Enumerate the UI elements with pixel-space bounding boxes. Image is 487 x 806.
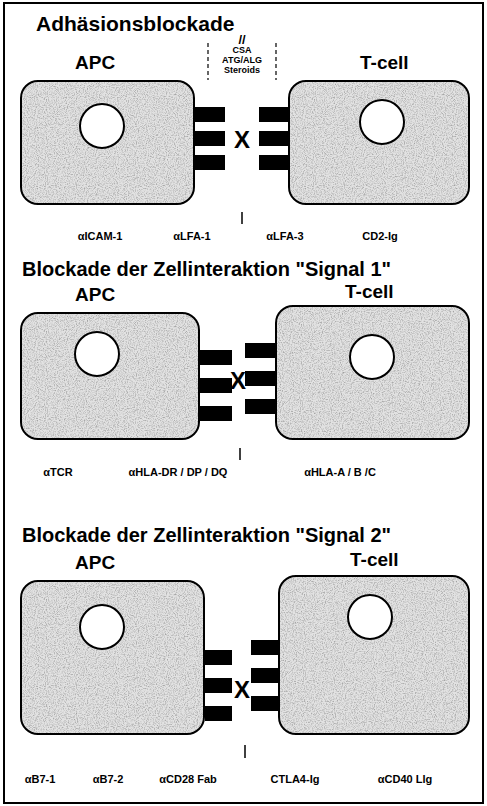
nucleus bbox=[350, 335, 394, 379]
section-heading: Blockade der Zellinteraktion "Signal 1" bbox=[22, 258, 391, 280]
cell-heading: T-cell bbox=[360, 53, 409, 74]
cell-body bbox=[20, 80, 195, 205]
nucleus bbox=[80, 104, 124, 148]
cell-body bbox=[20, 312, 200, 440]
antibody-label: αCD40 Llg bbox=[378, 773, 432, 785]
nucleus bbox=[348, 595, 392, 639]
cell-heading: T-cell bbox=[350, 550, 399, 571]
texture bbox=[277, 307, 470, 440]
texture bbox=[22, 82, 195, 205]
cell-node: T-cell bbox=[288, 53, 470, 205]
cell-node: T-cell bbox=[278, 550, 470, 735]
cell-body bbox=[20, 580, 205, 735]
cell-node: T-cell bbox=[275, 282, 470, 440]
antibody-label: αB7-2 bbox=[93, 773, 124, 785]
cell-texture bbox=[280, 577, 470, 735]
antibody-label: αHLA-DR / DP / DQ bbox=[129, 466, 228, 478]
section-heading: Adhäsionsblockade bbox=[36, 12, 234, 35]
cell-heading: T-cell bbox=[345, 282, 394, 303]
antibody-label: αCD28 Fab bbox=[159, 773, 217, 785]
antibody-label: αHLA-A / B /C bbox=[304, 466, 376, 478]
nucleus bbox=[75, 332, 119, 376]
block-mark: X bbox=[234, 677, 250, 703]
texture bbox=[22, 582, 205, 735]
antibody-label: αLFA-3 bbox=[266, 230, 303, 242]
drug-note: CSA ATG/ALG Steroids bbox=[215, 46, 269, 76]
cell-heading: APC bbox=[75, 53, 115, 74]
antibody-label: αB7-1 bbox=[25, 773, 56, 785]
cell-body bbox=[288, 80, 470, 205]
cell-body bbox=[275, 305, 470, 440]
dashed-lines bbox=[208, 43, 276, 80]
nucleus bbox=[80, 605, 124, 649]
texture bbox=[290, 82, 470, 205]
antibody-label: CD2-Ig bbox=[362, 230, 397, 242]
section-heading: Blockade der Zellinteraktion "Signal 2" bbox=[22, 524, 391, 546]
frame bbox=[4, 3, 483, 803]
nucleus bbox=[360, 100, 404, 144]
antibody-label: CTLA4-Ig bbox=[271, 773, 320, 785]
texture bbox=[22, 314, 200, 440]
block-mark: X bbox=[230, 368, 246, 394]
antibody-label: αICAM-1 bbox=[78, 230, 123, 242]
antibody-label: αTCR bbox=[43, 466, 72, 478]
cell-body bbox=[278, 575, 470, 735]
cell-heading: APC bbox=[75, 285, 115, 306]
cell-texture bbox=[22, 82, 195, 205]
cell-heading: APC bbox=[75, 553, 115, 574]
cell-node: APC bbox=[20, 553, 205, 735]
block-mark: X bbox=[234, 127, 250, 153]
antibody-label: αLFA-1 bbox=[173, 230, 210, 242]
cell-node: APC bbox=[20, 53, 195, 205]
cell-texture bbox=[277, 307, 470, 440]
cell-node: APC bbox=[20, 285, 200, 440]
texture bbox=[280, 577, 470, 735]
cell-texture bbox=[290, 82, 470, 205]
cell-texture bbox=[22, 582, 205, 735]
cell-texture bbox=[22, 314, 200, 440]
